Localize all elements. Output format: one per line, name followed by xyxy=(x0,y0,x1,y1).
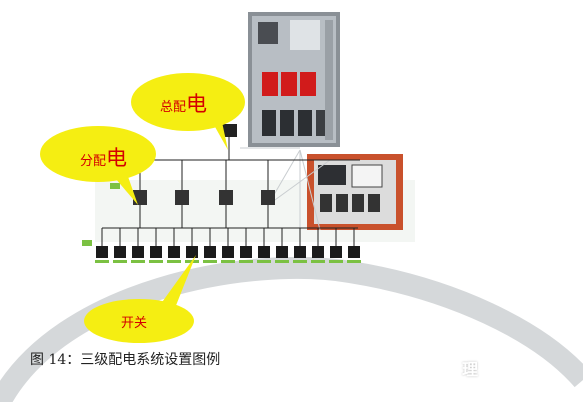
bubble-distribution-callout xyxy=(40,126,156,205)
main-distribution-label: 总配电 xyxy=(160,88,207,118)
main-label-small: 总配 xyxy=(160,100,187,115)
sub-distribution-label: 分配电 xyxy=(80,142,127,172)
main-label-big: 电 xyxy=(186,92,208,116)
sub-label-big: 电 xyxy=(106,146,128,170)
distribution-panel-photo xyxy=(307,154,403,230)
main-cabinet-photo xyxy=(248,12,340,147)
watermark-text: 理 xyxy=(462,360,480,379)
figure-caption: 图 14：三级配电系统设置图例 xyxy=(30,352,221,368)
bubble-switch-callout xyxy=(84,255,196,343)
background-arc xyxy=(0,256,583,402)
switch-label: 开关 xyxy=(121,316,148,331)
bubble-main-callout xyxy=(131,73,245,150)
switch-boxes xyxy=(96,246,360,258)
main-breaker-node xyxy=(221,124,237,137)
diagram-tree xyxy=(101,136,360,246)
sub-label-small: 分配 xyxy=(80,154,107,169)
